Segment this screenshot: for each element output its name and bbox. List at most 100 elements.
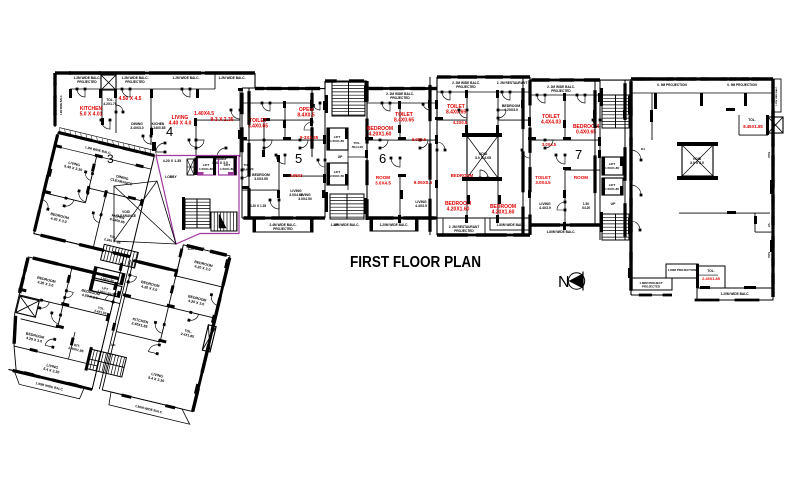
svg-text:LIFT: LIFT	[609, 162, 616, 166]
svg-text:0. 9M PROJECTION: 0. 9M PROJECTION	[657, 83, 687, 87]
svg-text:2. 2M WIDE BALC.: 2. 2M WIDE BALC.	[386, 92, 414, 96]
svg-text:DINING: DINING	[116, 174, 129, 181]
svg-text:4.2X1.70: 4.2X1.70	[103, 102, 116, 106]
svg-text:3.0X4.50: 3.0X4.50	[298, 197, 312, 201]
svg-text:5.40 X 3.30: 5.40 X 3.30	[64, 164, 83, 172]
svg-text:LIVING: LIVING	[290, 189, 302, 193]
svg-text:2.00X1.50: 2.00X1.50	[330, 174, 344, 178]
svg-text:4.20 X 3.0: 4.20 X 3.0	[141, 284, 158, 292]
svg-text:VOID: VOID	[479, 152, 488, 156]
svg-text:5.0 X 4.01: 5.0 X 4.01	[80, 112, 103, 118]
svg-text:PROJECTED: PROJECTED	[454, 229, 474, 233]
svg-text:N: N	[558, 274, 570, 291]
svg-text:BEDROOM: BEDROOM	[252, 173, 270, 177]
svg-text:4.40 X 4.0: 4.40 X 4.0	[169, 121, 192, 127]
svg-text:LIVING: LIVING	[539, 202, 551, 206]
svg-text:8-2400.85: 8-2400.85	[109, 217, 125, 224]
svg-text:3.0X4.5: 3.0X4.5	[375, 180, 391, 185]
svg-text:4.20X3.0: 4.20X3.0	[504, 108, 518, 112]
svg-text:1.80M PROJECT: 1.80M PROJECT	[639, 281, 663, 285]
svg-text:D1: D1	[641, 147, 645, 151]
svg-text:2.4X1.85: 2.4X1.85	[180, 332, 194, 339]
svg-text:1.80M WIDE BALC.: 1.80M WIDE BALC.	[135, 404, 164, 415]
svg-text:LIVING: LIVING	[151, 372, 164, 379]
svg-text:CLEARANCE: CLEARANCE	[110, 177, 133, 186]
svg-text:1.2M WIDE BALC.: 1.2M WIDE BALC.	[85, 145, 112, 155]
svg-text:4.20X1.60: 4.20X1.60	[447, 207, 470, 213]
svg-text:BEDROOM: BEDROOM	[490, 204, 516, 210]
svg-text:4.20 X 3.0: 4.20 X 3.0	[194, 264, 211, 272]
svg-text:BEDROOM: BEDROOM	[50, 212, 69, 220]
svg-text:TOL.: TOL.	[707, 269, 714, 273]
svg-text:UP: UP	[110, 343, 116, 348]
svg-text:TOILET: TOILET	[395, 112, 413, 118]
svg-text:CLEARANCE: CLEARANCE	[116, 214, 136, 218]
svg-text:BEDROOM: BEDROOM	[573, 124, 599, 130]
svg-text:TOL.: TOL.	[97, 306, 105, 312]
svg-text:8.4X0.65: 8.4X0.65	[248, 124, 268, 130]
svg-text:VOTE: VOTE	[769, 151, 771, 158]
svg-text:4.20 X 3.0: 4.20 X 3.0	[26, 336, 43, 344]
svg-text:4.2X0.5: 4.2X0.5	[453, 120, 468, 125]
svg-text:3.05X3: 3.05X3	[290, 173, 304, 178]
svg-text:1.20M WIDE BALC.: 1.20M WIDE BALC.	[380, 223, 409, 227]
svg-text:4.4X3.9: 4.4X3.9	[415, 204, 427, 208]
svg-text:DINING: DINING	[131, 122, 143, 126]
svg-text:UP: UP	[611, 202, 616, 206]
svg-text:5.0X5.6: 5.0X5.6	[412, 137, 427, 142]
svg-text:2.4X1.85: 2.4X1.85	[94, 309, 107, 316]
svg-text:BEDROOM: BEDROOM	[141, 280, 160, 288]
svg-text:9-3 X 2.35: 9-3 X 2.35	[210, 117, 233, 123]
svg-text:KITCHEN: KITCHEN	[80, 106, 103, 112]
svg-text:1.20M WIDE BALC.: 1.20M WIDE BALC.	[775, 86, 778, 106]
svg-text:3: 3	[107, 152, 114, 166]
svg-text:4.4X4.03: 4.4X4.03	[541, 120, 561, 126]
svg-text:TOL.: TOL.	[354, 141, 361, 145]
svg-text:BEDROOM: BEDROOM	[367, 126, 393, 132]
svg-text:KIT.: KIT.	[73, 343, 80, 348]
svg-text:TOL.: TOL.	[106, 98, 114, 102]
svg-text:VOID: VOID	[122, 210, 130, 214]
svg-text:BEDROOM: BEDROOM	[502, 104, 520, 108]
svg-text:1.2M WIDE BALC.: 1.2M WIDE BALC.	[60, 95, 63, 116]
svg-text:PROJECTED: PROJECTED	[456, 85, 476, 89]
svg-text:1.50X1.80: 1.50X1.80	[330, 139, 344, 143]
svg-text:4.50 X 4.5: 4.50 X 4.5	[119, 96, 142, 102]
svg-text:TOILET: TOILET	[542, 114, 560, 120]
svg-text:2. 2M WIDE BALC.: 2. 2M WIDE BALC.	[452, 81, 480, 85]
svg-text:LIVING: LIVING	[415, 200, 427, 204]
svg-text:1.50X1.80: 1.50X1.80	[605, 166, 619, 170]
svg-text:LIVING: LIVING	[46, 363, 59, 370]
svg-text:VOID: VOID	[693, 157, 702, 161]
svg-text:OPEN: OPEN	[299, 107, 314, 113]
svg-text:8.4X0.5: 8.4X0.5	[297, 113, 314, 119]
svg-text:LIVING: LIVING	[299, 193, 311, 197]
svg-text:PROJECTED: PROJECTED	[390, 96, 410, 100]
svg-text:BEDROOM: BEDROOM	[445, 201, 471, 207]
svg-text:1.50X1.80: 1.50X1.80	[97, 289, 112, 296]
svg-text:DINING: DINING	[214, 157, 227, 161]
svg-text:0. 9M PROJECTION: 0. 9M PROJECTION	[727, 83, 757, 87]
svg-text:5.4 X 3.30: 5.4 X 3.30	[43, 367, 60, 375]
svg-text:2. 2M RESTAURANT: 2. 2M RESTAURANT	[497, 81, 528, 85]
svg-text:8.4X0.65: 8.4X0.65	[446, 110, 466, 116]
svg-text:UP: UP	[338, 155, 343, 159]
svg-text:9.05X0.6: 9.05X0.6	[414, 180, 433, 185]
svg-text:2.40X1.85: 2.40X1.85	[68, 346, 84, 354]
svg-text:8.45X1.85: 8.45X1.85	[743, 124, 763, 129]
svg-text:1.2M WIDE BALC.: 1.2M WIDE BALC.	[74, 76, 101, 80]
svg-text:1.50X1.80: 1.50X1.80	[199, 167, 213, 171]
svg-text:2.240 X .85: 2.240 X .85	[104, 237, 121, 245]
svg-text:LIFT: LIFT	[334, 135, 341, 139]
svg-text:LIFT: LIFT	[203, 163, 210, 167]
svg-text:1.20M WIDE BALC.: 1.20M WIDE BALC.	[721, 292, 750, 296]
svg-text:5.4 X 3.30: 5.4 X 3.30	[148, 376, 165, 384]
svg-text:PROJECTED: PROJECTED	[273, 227, 293, 231]
svg-text:BEDROOM: BEDROOM	[194, 260, 213, 268]
svg-text:X4.20: X4.20	[582, 206, 591, 210]
svg-text:KITCHEN: KITCHEN	[132, 317, 149, 325]
svg-text:LIFT: LIFT	[101, 286, 108, 291]
svg-text:7: 7	[575, 147, 582, 162]
svg-text:1.2M WIDE BALC.: 1.2M WIDE BALC.	[173, 76, 200, 80]
svg-text:LIVING: LIVING	[172, 115, 189, 121]
